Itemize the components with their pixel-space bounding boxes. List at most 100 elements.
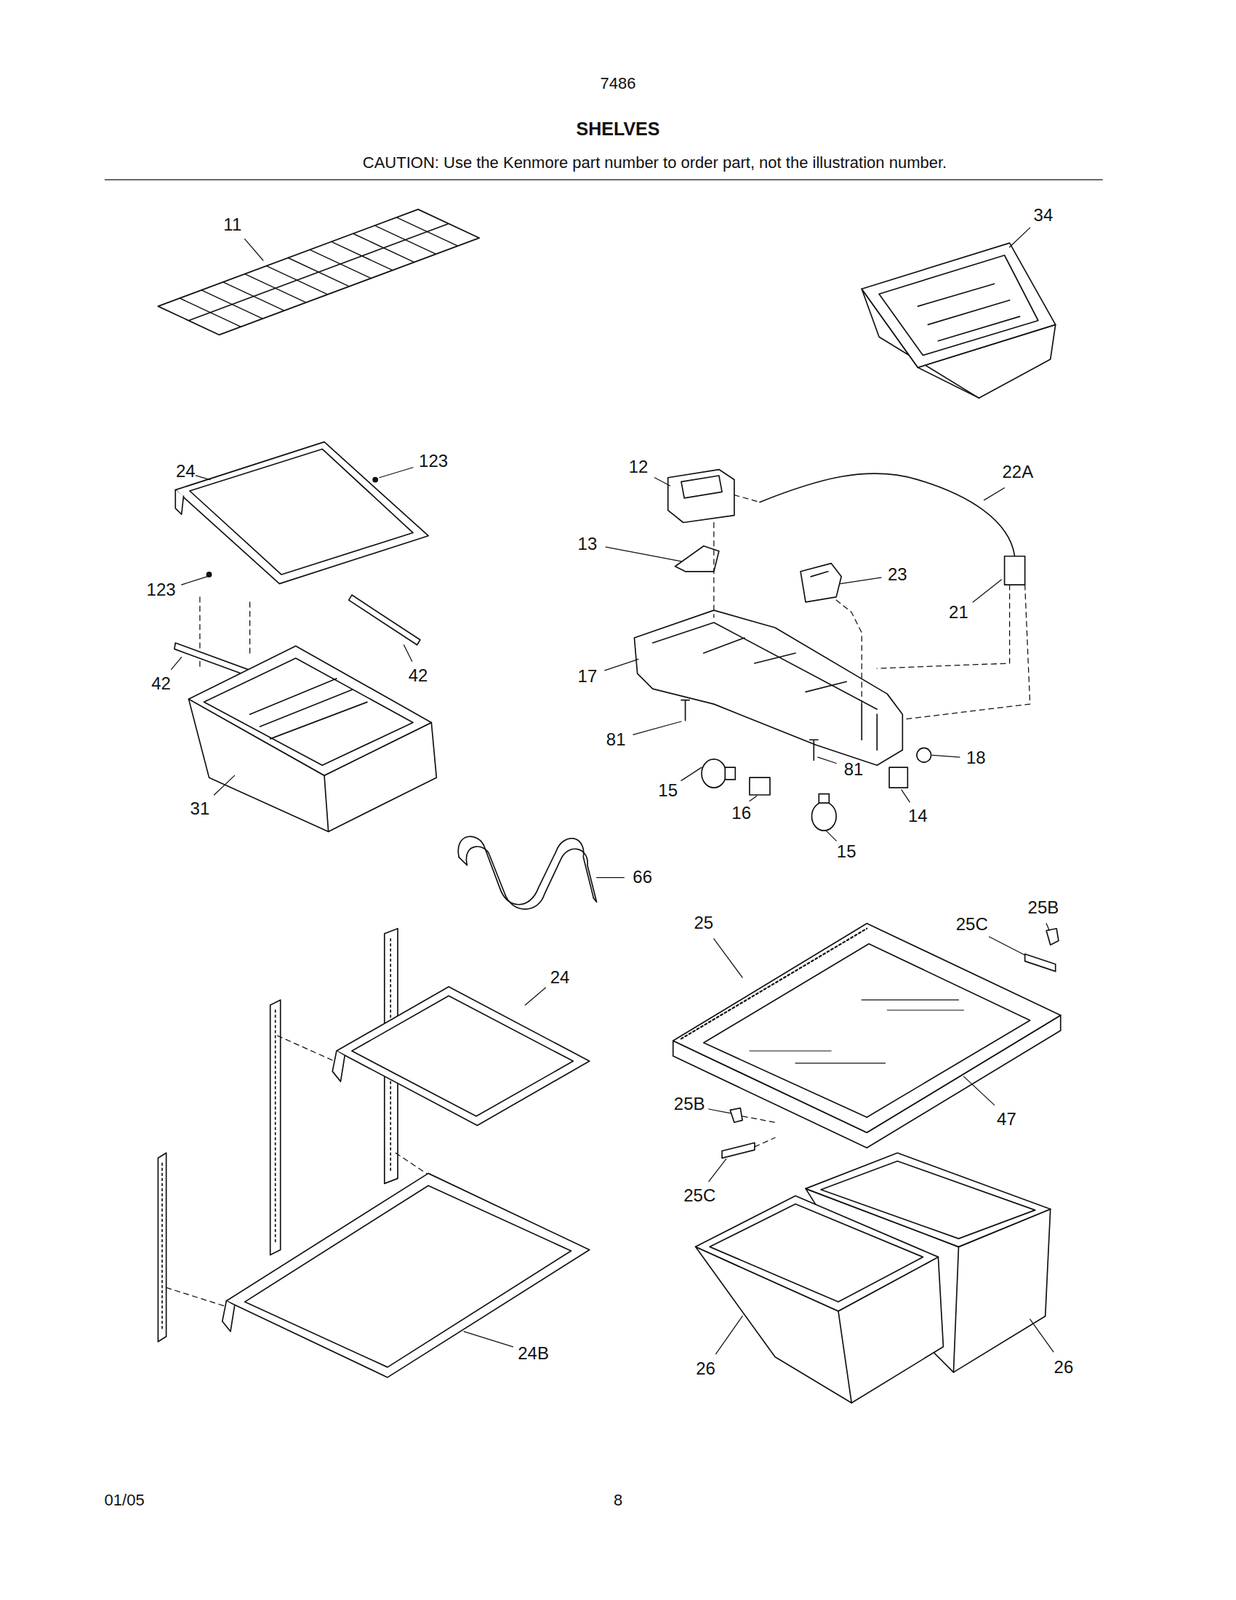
shelf-24B bbox=[222, 1172, 590, 1378]
cover-top bbox=[673, 923, 1061, 1133]
header-rule bbox=[104, 179, 1103, 181]
bin-rim bbox=[188, 645, 432, 776]
crisper-pans-26 bbox=[695, 1152, 1051, 1403]
shelf-glass bbox=[351, 995, 573, 1117]
leader-line bbox=[171, 227, 1054, 1354]
bulb-base bbox=[724, 767, 736, 780]
wire-shelf bbox=[157, 209, 480, 336]
footer-date: 01/05 bbox=[104, 1491, 145, 1509]
screw bbox=[372, 476, 378, 482]
crisper-bin-34 bbox=[861, 242, 1056, 398]
glass-glare bbox=[749, 999, 965, 1063]
switch-21 bbox=[1004, 556, 1026, 585]
screw-81 bbox=[681, 700, 690, 721]
callout-number: 24B bbox=[517, 1343, 549, 1363]
callout-number: 25C bbox=[683, 1185, 716, 1205]
bracket-25C bbox=[1025, 953, 1056, 972]
screw bbox=[206, 572, 211, 577]
shelf-glass bbox=[189, 448, 413, 575]
callout-number: 21 bbox=[948, 602, 969, 621]
shelf-24-upper bbox=[175, 442, 429, 584]
shelf-bracket bbox=[222, 1300, 235, 1332]
callout-number: 25B bbox=[673, 1093, 706, 1113]
pan-edge bbox=[838, 1310, 852, 1403]
clip-25B bbox=[729, 1108, 743, 1123]
shelf-bracket bbox=[175, 490, 184, 515]
callout-number: 24 bbox=[550, 967, 571, 987]
wire-rack-66 bbox=[458, 836, 597, 909]
callout-number: 24 bbox=[175, 461, 196, 481]
leader-lines bbox=[171, 227, 1054, 1354]
wire-shelf-frame bbox=[157, 209, 480, 336]
bulb-15 bbox=[812, 801, 837, 831]
callout-number: 22A bbox=[1001, 462, 1034, 482]
shelf-bracket bbox=[332, 1050, 345, 1082]
page-number: 8 bbox=[613, 1491, 623, 1509]
callout-number: 42 bbox=[408, 665, 429, 685]
shelf-frame bbox=[175, 442, 429, 584]
callout-number: 14 bbox=[908, 806, 928, 826]
caution-note: CAUTION: Use the Kenmore part number to … bbox=[362, 154, 947, 172]
light-cover-12 bbox=[668, 469, 735, 523]
callout-number: 123 bbox=[418, 451, 448, 471]
wire-22A bbox=[759, 473, 1015, 557]
bin-rim bbox=[861, 242, 1056, 368]
cover-vents bbox=[681, 928, 867, 1039]
callout-number: 25 bbox=[693, 913, 714, 933]
bin-inner bbox=[879, 255, 1039, 355]
bin-edge bbox=[324, 775, 329, 832]
pan-edge bbox=[953, 1246, 959, 1372]
bracket-25C bbox=[721, 1142, 755, 1158]
rack-wire bbox=[458, 846, 597, 909]
housing-inner bbox=[652, 622, 878, 750]
callout-number: 15 bbox=[836, 841, 857, 861]
light-housing-assembly bbox=[633, 469, 1030, 832]
callout-number: 123 bbox=[146, 580, 176, 600]
callout-number: 25C bbox=[956, 914, 989, 934]
callout-number: 66 bbox=[632, 867, 653, 887]
callout-number: 23 bbox=[887, 564, 908, 584]
page-number-code: 7486 bbox=[600, 74, 637, 93]
shelf-glass bbox=[245, 1185, 572, 1367]
callout-number: 34 bbox=[1033, 205, 1054, 225]
callout-number: 15 bbox=[657, 780, 678, 800]
callout-number: 13 bbox=[578, 533, 598, 553]
bulb-15 bbox=[701, 759, 727, 788]
callout-number: 81 bbox=[606, 729, 626, 749]
callout-number: 25B bbox=[1028, 897, 1060, 917]
clip-25B bbox=[1046, 928, 1059, 945]
dashed-guides bbox=[742, 1116, 776, 1147]
callout-number: 16 bbox=[731, 803, 752, 823]
bin-edge bbox=[917, 367, 979, 398]
housing-17 bbox=[633, 610, 903, 765]
callout-number: 26 bbox=[695, 1358, 716, 1378]
light-shield-13 bbox=[675, 546, 720, 572]
callout-number: 47 bbox=[996, 1108, 1017, 1128]
crisper-bin-31 bbox=[188, 645, 437, 832]
callout-number: 18 bbox=[966, 748, 986, 768]
bulb-base bbox=[818, 793, 829, 804]
wire-shelf-wires bbox=[179, 217, 458, 327]
callout-number: 11 bbox=[223, 214, 242, 234]
switch-14 bbox=[889, 767, 908, 788]
shelf-frame bbox=[336, 986, 590, 1126]
callout-number: 31 bbox=[190, 799, 211, 818]
guide bbox=[713, 495, 1031, 720]
callout-number: 17 bbox=[578, 666, 598, 686]
crisper-cover-25 bbox=[673, 923, 1061, 1159]
dashed-guides bbox=[713, 495, 1031, 720]
rail bbox=[348, 594, 421, 645]
screw-81 bbox=[809, 739, 818, 760]
shelf-24-lower bbox=[332, 986, 589, 1126]
callout-number: 12 bbox=[628, 457, 649, 477]
callout-number: 26 bbox=[1054, 1356, 1074, 1376]
socket-16 bbox=[749, 777, 770, 795]
thermostat-23 bbox=[800, 563, 842, 603]
callout-number: 81 bbox=[844, 759, 864, 778]
diagram-title: SHELVES bbox=[576, 119, 661, 140]
bin-inner bbox=[204, 657, 414, 765]
callout-number: 42 bbox=[151, 673, 171, 693]
shelf-frame bbox=[226, 1172, 589, 1378]
